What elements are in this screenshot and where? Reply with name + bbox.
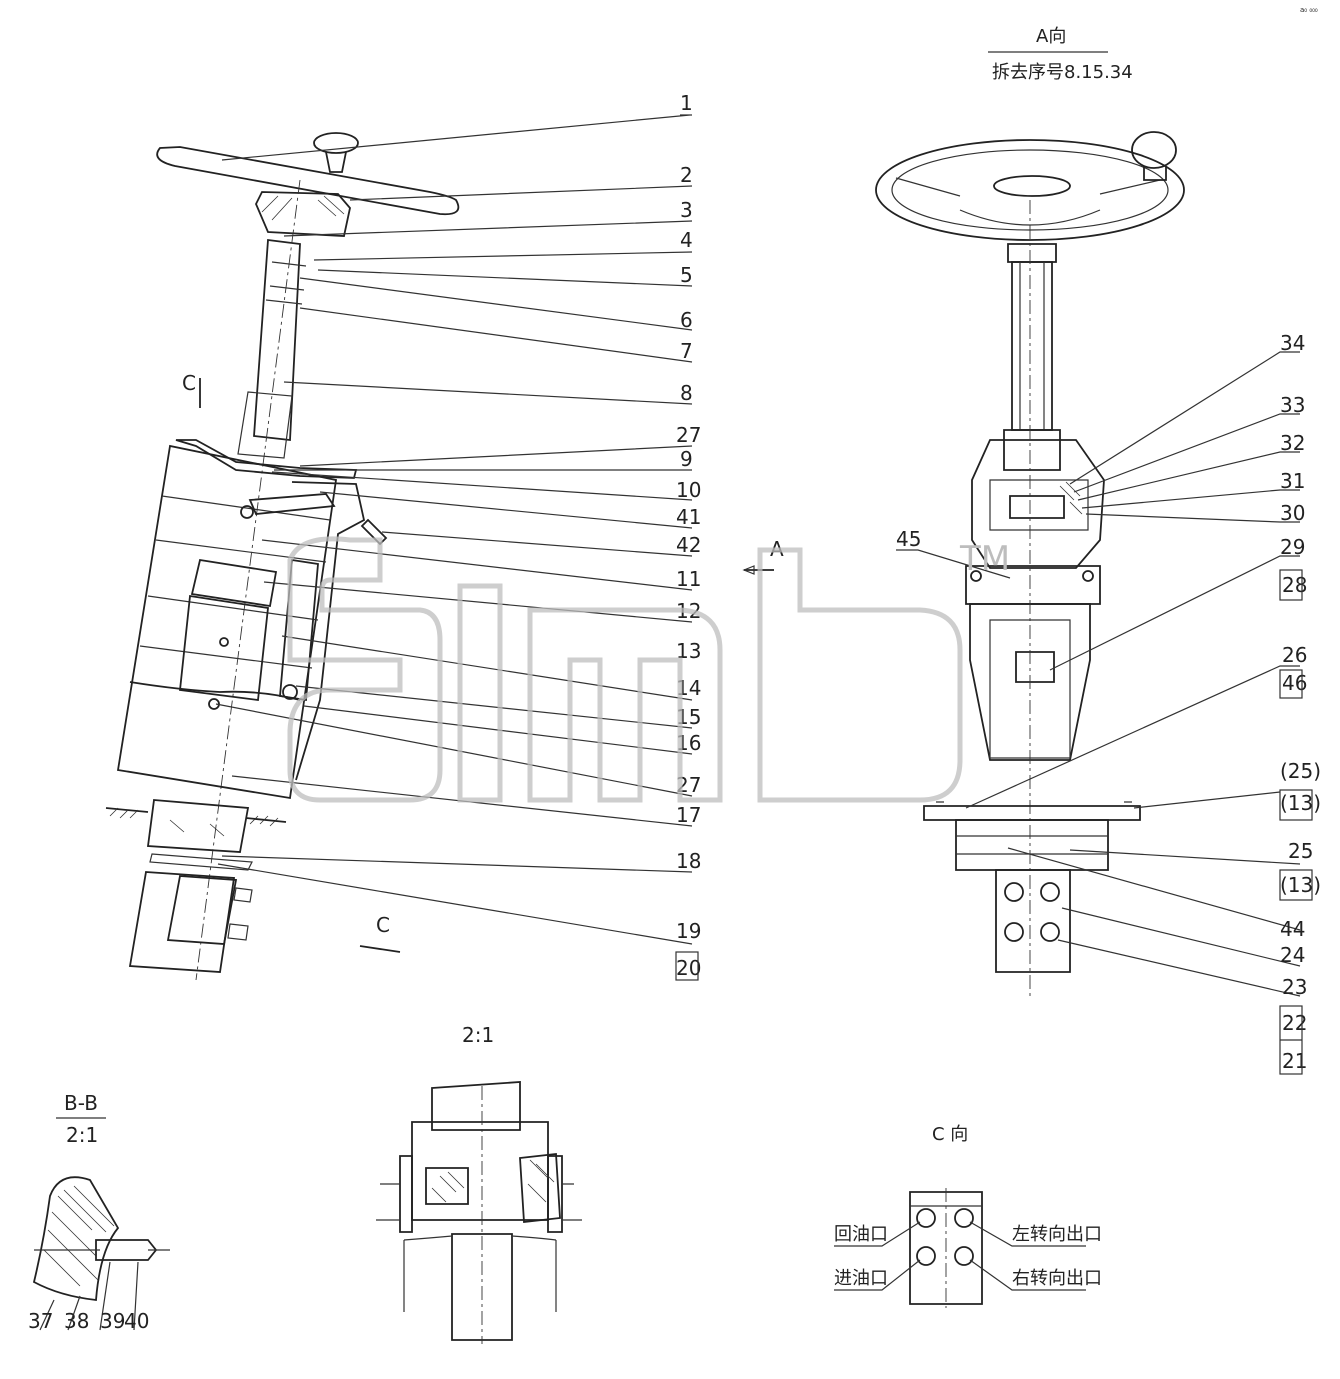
- callout-22: 22: [1282, 1011, 1307, 1035]
- callout-10: 10: [676, 478, 701, 502]
- detail-scale: 2:1: [462, 1023, 494, 1047]
- callout-33: 33: [1280, 393, 1305, 417]
- main-callouts: 1 2 3 4 5 6 7 8 27 9 10 41 42 11 12 13 1…: [675, 91, 701, 981]
- a-view: [875, 51, 1185, 1000]
- c-view: [834, 1188, 1086, 1308]
- section-c-mark: C: [182, 371, 196, 395]
- callout-1: 1: [680, 91, 693, 115]
- main-section-view: [105, 132, 460, 981]
- bb-section: [32, 1176, 170, 1331]
- callout-40: 40: [124, 1309, 149, 1333]
- callout-2: 2: [680, 163, 693, 187]
- callout-7: 7: [680, 339, 693, 363]
- a-view-callouts: 34 33 32 31 30 45 29 28 26 46 (25) (13) …: [896, 331, 1321, 1075]
- port-left-turn: 左转向出口: [1012, 1224, 1102, 1245]
- callout-44: 44: [1280, 917, 1305, 941]
- callout-6: 6: [680, 308, 693, 332]
- callout-8: 8: [680, 381, 693, 405]
- main-leaders: [215, 114, 693, 945]
- callout-4: 4: [680, 228, 693, 252]
- watermark-logo: [287, 536, 963, 803]
- callout-18: 18: [676, 849, 701, 873]
- callout-31: 31: [1280, 469, 1305, 493]
- a-view-note: 拆去序号8.15.34: [992, 62, 1133, 83]
- detail-view: [376, 1081, 582, 1344]
- c-view-title: C 向: [932, 1124, 968, 1145]
- callout-39: 39: [100, 1309, 125, 1333]
- callout-5: 5: [680, 263, 693, 287]
- callout-38: 38: [64, 1309, 89, 1333]
- callout-21: 21: [1282, 1049, 1307, 1073]
- callout-26: 26: [1282, 643, 1307, 667]
- callout-30: 30: [1280, 501, 1305, 525]
- port-inlet-oil: 进油口: [834, 1268, 888, 1289]
- callout-13-paren-a: (13): [1280, 791, 1321, 815]
- callout-3: 3: [680, 198, 693, 222]
- bb-title: B-B: [64, 1091, 98, 1115]
- callout-9: 9: [680, 447, 693, 471]
- callout-45: 45: [896, 527, 921, 551]
- watermark-text: ТМ: [959, 539, 1010, 579]
- callout-24: 24: [1280, 943, 1305, 967]
- callout-19: 19: [676, 919, 701, 943]
- callout-42: 42: [676, 533, 701, 557]
- callout-28: 28: [1282, 573, 1307, 597]
- a-view-title: A向: [1036, 26, 1066, 47]
- callout-11: 11: [676, 567, 701, 591]
- a-view-leaders: [896, 351, 1301, 997]
- c-arrow-label: C: [376, 913, 390, 937]
- callout-17: 17: [676, 803, 701, 827]
- callout-29: 29: [1280, 535, 1305, 559]
- callout-25-paren: (25): [1280, 759, 1321, 783]
- bb-scale: 2:1: [66, 1123, 98, 1147]
- callout-34: 34: [1280, 331, 1305, 355]
- callout-27a: 27: [676, 423, 701, 447]
- port-return-oil: 回油口: [834, 1224, 888, 1245]
- callout-23: 23: [1282, 975, 1307, 999]
- callout-41: 41: [676, 505, 701, 529]
- callout-25: 25: [1288, 839, 1313, 863]
- callout-20: 20: [676, 956, 701, 980]
- callout-46: 46: [1282, 671, 1307, 695]
- callout-32: 32: [1280, 431, 1305, 455]
- corner-mark: a₀ ₀₀₀: [1300, 6, 1318, 14]
- callout-37: 37: [28, 1309, 53, 1333]
- callout-13-paren-b: (13): [1280, 873, 1321, 897]
- port-right-turn: 右转向出口: [1012, 1268, 1102, 1289]
